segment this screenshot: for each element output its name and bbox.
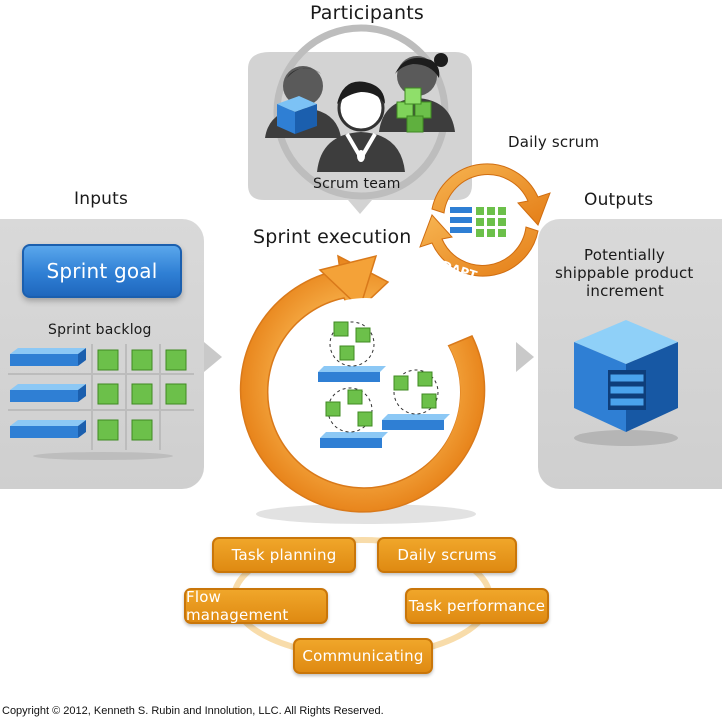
copyright-notice: Copyright © 2012, Kenneth S. Rubin and I… xyxy=(2,705,384,717)
scrum-team-label: Scrum team xyxy=(313,176,401,192)
sprint-execution-title: Sprint execution xyxy=(253,226,412,248)
daily-backlog-icon xyxy=(450,207,506,237)
sprint-goal-box: Sprint goal xyxy=(22,244,182,298)
flow-management-pill: Flow management xyxy=(184,588,328,624)
execution-story-2 xyxy=(320,387,388,448)
communicating-pill: Communicating xyxy=(293,638,433,674)
sprint-backlog-grid xyxy=(8,344,194,460)
daily-scrum-cycle xyxy=(419,163,551,277)
sprint-execution-cycle xyxy=(239,254,486,524)
sprint-backlog-label: Sprint backlog xyxy=(48,322,152,338)
blue-cube-icon xyxy=(277,96,317,134)
product-increment-cube-icon xyxy=(574,320,678,446)
input-arrow-icon xyxy=(204,342,222,372)
outputs-title: Outputs xyxy=(584,190,654,210)
scrum-team-people xyxy=(265,53,455,172)
task-cubes xyxy=(97,349,187,441)
execution-story-1 xyxy=(318,321,386,382)
outputs-line-2: shippable product xyxy=(555,264,694,282)
daily-scrums-pill: Daily scrums xyxy=(377,537,517,573)
outputs-line-1: Potentially xyxy=(584,246,665,264)
inputs-title: Inputs xyxy=(74,189,129,209)
task-performance-pill: Task performance xyxy=(405,588,549,624)
daily-scrum-title: Daily scrum xyxy=(508,133,600,151)
outputs-line-3: increment xyxy=(586,282,665,300)
task-planning-pill: Task planning xyxy=(212,537,356,573)
green-cubes-icon xyxy=(396,87,432,133)
participants-title: Participants xyxy=(310,2,425,24)
story-blocks xyxy=(10,348,86,438)
person-center-icon xyxy=(317,81,405,172)
execution-story-3 xyxy=(382,369,450,430)
output-arrow-icon xyxy=(516,342,534,372)
